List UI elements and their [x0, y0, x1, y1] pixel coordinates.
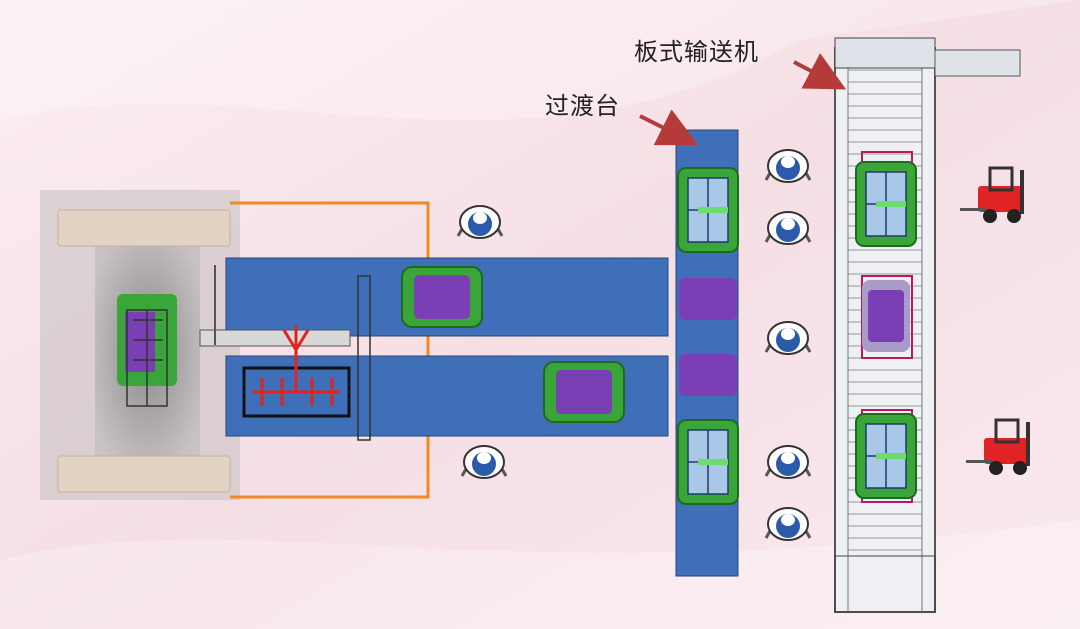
transition-slot: [679, 278, 737, 320]
operator-icon: [460, 444, 508, 480]
plate-conveyor-label: 板式输送机: [634, 38, 759, 66]
car-door: [677, 419, 739, 505]
car-door: [855, 413, 917, 499]
robot-gripper-icon: [199, 265, 371, 441]
operator-icon: [456, 204, 504, 240]
transition-table-label: 过渡台: [545, 92, 620, 120]
operator-icon: [764, 444, 812, 480]
car-door: [855, 161, 917, 247]
arrow-icon: [639, 109, 699, 146]
operator-icon: [764, 506, 812, 542]
arrow-icon: [793, 53, 847, 90]
operator-icon: [764, 210, 812, 246]
safety-fence: [230, 201, 430, 499]
car-body: [543, 361, 625, 423]
operator-icon: [764, 320, 812, 356]
transition-slot: [679, 354, 737, 396]
operator-icon: [764, 148, 812, 184]
car-body: [401, 266, 483, 328]
car-door: [677, 167, 739, 253]
car-body: [862, 280, 910, 352]
